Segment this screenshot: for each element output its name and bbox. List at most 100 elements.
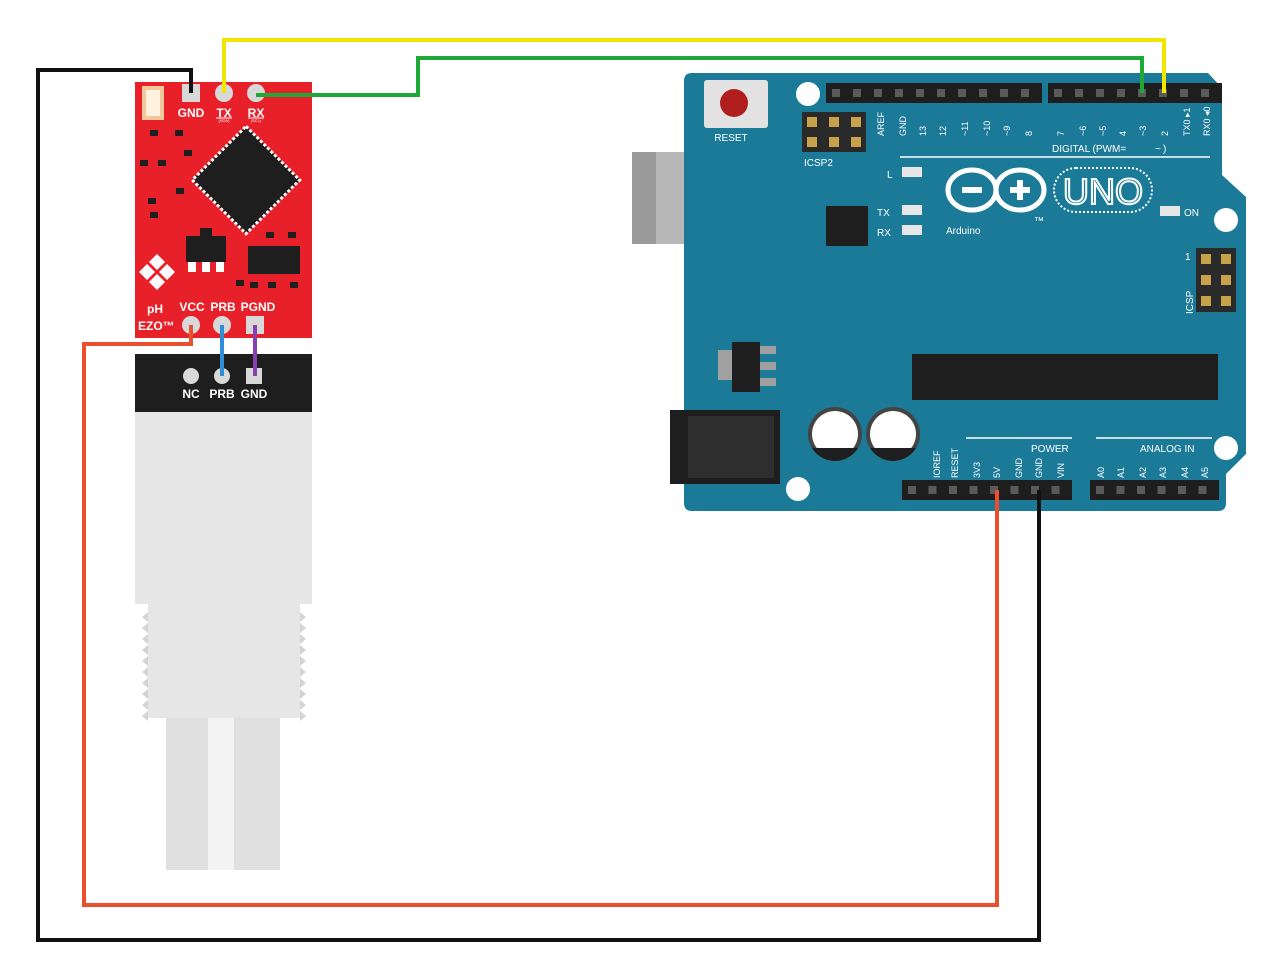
ezo-pgnd-label: PGND	[241, 300, 276, 314]
digital-header-tilde: ~	[1155, 144, 1161, 155]
digital-header-right-pin	[1201, 89, 1209, 97]
probe-thread	[148, 604, 300, 718]
probe-nc-pin	[183, 368, 199, 384]
ezo-rx-label: RX	[248, 106, 265, 120]
ezo-vcc-label: VCC	[179, 300, 205, 314]
icsp2-header	[802, 112, 866, 152]
digital_pins-label: 2	[1160, 131, 1170, 136]
digital-header-left-pin	[1000, 89, 1008, 97]
digital-header-left-pin	[958, 89, 966, 97]
probe-thread-ridges	[142, 612, 306, 721]
digital_pins-label: ~10	[982, 121, 992, 136]
led-l	[902, 167, 922, 177]
power-header-pin	[969, 486, 978, 494]
voltage-regulator	[718, 342, 776, 392]
led-on-label: ON	[1184, 208, 1199, 219]
thread-ridge	[300, 645, 306, 655]
wire-gnd-black	[36, 68, 1041, 942]
reset-button-cap[interactable]	[720, 89, 748, 117]
digital-header-left-pin	[895, 89, 903, 97]
wires	[36, 38, 1166, 942]
dc-barrel-jack	[670, 410, 780, 484]
power_pins-label: IOREF	[932, 450, 942, 478]
icsp2-label: ICSP2	[804, 158, 833, 169]
analog-header-pin	[1157, 486, 1166, 494]
thread-ridge	[142, 645, 148, 655]
mounting-hole	[1214, 208, 1238, 232]
analog-header-pin	[1178, 486, 1186, 494]
wire-tx-yellow	[222, 38, 1166, 93]
probe-tip-highlight	[208, 718, 234, 870]
digital-header-left-pin	[874, 89, 882, 97]
ezo-isolator-chip	[248, 246, 300, 274]
ezo-regulator-pin	[216, 262, 224, 272]
digital-header-close: )	[1163, 144, 1166, 155]
thread-ridge	[300, 678, 306, 688]
capacitor	[866, 407, 920, 461]
digital-header-left-pin	[853, 89, 861, 97]
atmega-chip	[912, 354, 1218, 400]
icsp-pin1-label: 1	[1185, 252, 1191, 263]
digital-header-left	[826, 83, 1042, 103]
digital-header-left-pin	[916, 89, 924, 97]
power_pins-label: RESET	[950, 447, 960, 478]
arduino-brand: Arduino	[946, 226, 981, 237]
power-header-label: POWER	[1031, 444, 1069, 455]
led-tx-label: TX	[877, 208, 890, 219]
digital-header-right	[1048, 83, 1222, 103]
ezo-main-chip	[190, 124, 302, 236]
digital_pins-label: GND	[898, 116, 908, 137]
thread-ridge	[300, 623, 306, 633]
analog-header-pin	[1137, 486, 1145, 494]
digital_pins-label: 12	[938, 126, 948, 136]
ezo-regulator	[186, 236, 226, 262]
thread-ridge	[142, 667, 148, 677]
thread-ridge	[142, 656, 148, 666]
ezo-gnd-label: GND	[178, 106, 205, 120]
analog_pins-label: A5	[1200, 467, 1210, 478]
power_pins-label: 3V3	[972, 462, 982, 478]
led-tx	[902, 205, 922, 215]
usb-b-connector-face	[632, 152, 656, 244]
ezo-regulator-tab	[200, 228, 212, 238]
analog_pins-label: A3	[1158, 467, 1168, 478]
ezo-smd-components	[140, 130, 298, 288]
power-header-pin	[1010, 486, 1019, 494]
digital_pins-label: ~3	[1138, 126, 1148, 136]
digital_pins-label: ~6	[1078, 126, 1088, 136]
digital_pins-label: ~5	[1098, 126, 1108, 136]
thread-ridge	[300, 667, 306, 677]
uno-model: UNO	[1063, 171, 1143, 212]
digital-header-right-pin	[1075, 89, 1083, 97]
analog-header	[1090, 480, 1219, 500]
analog-header-pin	[1198, 486, 1207, 494]
power_pins-label: GND	[1034, 458, 1044, 479]
analog_pins-label: A0	[1096, 467, 1106, 478]
probe-body	[135, 408, 312, 604]
led-rx-label: RX	[877, 228, 891, 239]
thread-ridge	[142, 634, 148, 644]
mounting-hole	[1214, 436, 1238, 460]
digital-header-right-pin	[1054, 89, 1062, 97]
thread-ridge	[300, 711, 306, 721]
probe-prb-label: PRB	[209, 387, 235, 401]
reset-label: RESET	[714, 133, 747, 144]
analog-header-pin	[1116, 486, 1125, 494]
power_pins-label: GND	[1014, 458, 1024, 479]
arduino-board-outline	[684, 73, 1246, 511]
analog_pins-label: A2	[1138, 467, 1148, 478]
digital_pins-label: 4	[1118, 131, 1128, 136]
digital_pins-label: 7	[1056, 131, 1066, 136]
probe-gnd-label: GND	[241, 387, 268, 401]
thread-ridge	[300, 656, 306, 666]
power-header-pin	[949, 486, 957, 494]
digital_pins-label: ~11	[960, 121, 970, 136]
ezo-status-led-lens	[146, 90, 160, 116]
power-header-pin	[990, 486, 998, 494]
power-header-pin	[1031, 486, 1039, 494]
thread-ridge	[142, 689, 148, 699]
power-header-pin	[908, 486, 916, 494]
power_pins-label: 5V	[992, 467, 1002, 478]
digital_pins-label: 8	[1024, 131, 1034, 136]
